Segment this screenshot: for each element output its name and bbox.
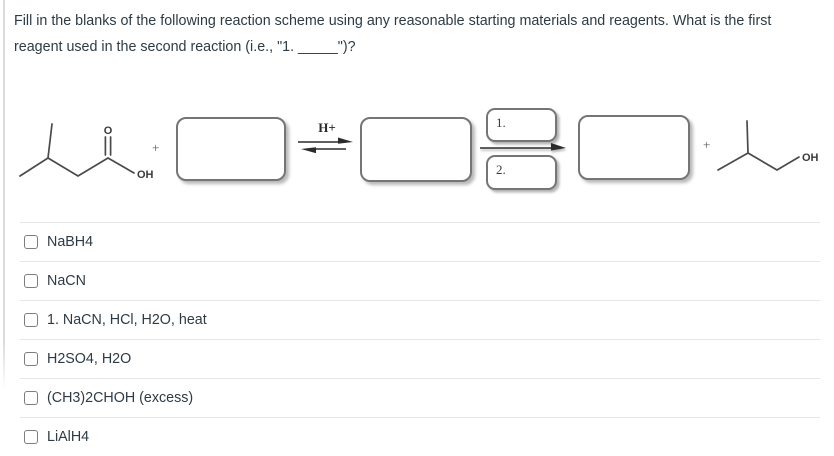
answer-option[interactable]: (CH3)2CHOH (excess) <box>20 378 820 417</box>
option-checkbox[interactable] <box>24 235 38 249</box>
answer-option[interactable]: H2SO4, H2O <box>20 339 820 378</box>
option-label[interactable]: H2SO4, H2O <box>47 351 132 367</box>
option-label[interactable]: NaCN <box>47 273 86 289</box>
equilibrium-arrows-icon <box>298 137 353 154</box>
answer-option[interactable]: LiAlH4 <box>20 417 820 456</box>
option-label[interactable]: NaBH4 <box>47 234 94 250</box>
reactant-carboxylic-acid-structure: O OH <box>19 123 154 181</box>
question-text: Fill in the blanks of the following reac… <box>14 13 772 55</box>
answer-option[interactable]: 1. NaCN, HCl, H2O, heat <box>20 300 820 339</box>
step-2-label: 2. <box>496 162 506 177</box>
option-checkbox[interactable] <box>24 313 38 327</box>
blank-box-3 <box>578 115 690 180</box>
answer-option[interactable]: NaBH4 <box>20 222 820 261</box>
alcohol-hydroxyl-label: OH <box>802 152 819 164</box>
step-1-box: 1. <box>486 108 557 142</box>
option-label[interactable]: 1. NaCN, HCl, H2O, heat <box>47 312 207 328</box>
product-alcohol-structure: OH <box>717 120 819 171</box>
option-label[interactable]: LiAlH4 <box>47 429 90 445</box>
answer-options-list: NaBH4 NaCN 1. NaCN, HCl, H2O, heat H2SO4… <box>20 222 820 456</box>
option-checkbox[interactable] <box>24 430 38 444</box>
blank-box-1 <box>176 117 286 181</box>
reaction-scheme: O OH + H+ 1. 2. + OH <box>0 0 834 215</box>
catalyst-label: H+ <box>318 120 336 135</box>
acid-hydroxyl-label: OH <box>137 169 154 181</box>
option-checkbox[interactable] <box>24 352 38 366</box>
answer-option[interactable]: NaCN <box>20 261 820 300</box>
blank-box-2 <box>360 117 472 182</box>
carbonyl-oxygen-label: O <box>104 125 113 137</box>
equilibrium-arrow-group: H+ <box>296 121 358 157</box>
card-left-edge <box>3 0 5 390</box>
reaction-arrow-icon <box>480 143 566 151</box>
plus-sign: + <box>703 137 711 152</box>
option-label[interactable]: (CH3)2CHOH (excess) <box>47 390 194 406</box>
plus-sign: + <box>152 140 160 155</box>
option-checkbox[interactable] <box>24 274 38 288</box>
option-checkbox[interactable] <box>24 391 38 405</box>
step-2-box: 2. <box>486 155 557 190</box>
step-1-label: 1. <box>496 115 506 130</box>
